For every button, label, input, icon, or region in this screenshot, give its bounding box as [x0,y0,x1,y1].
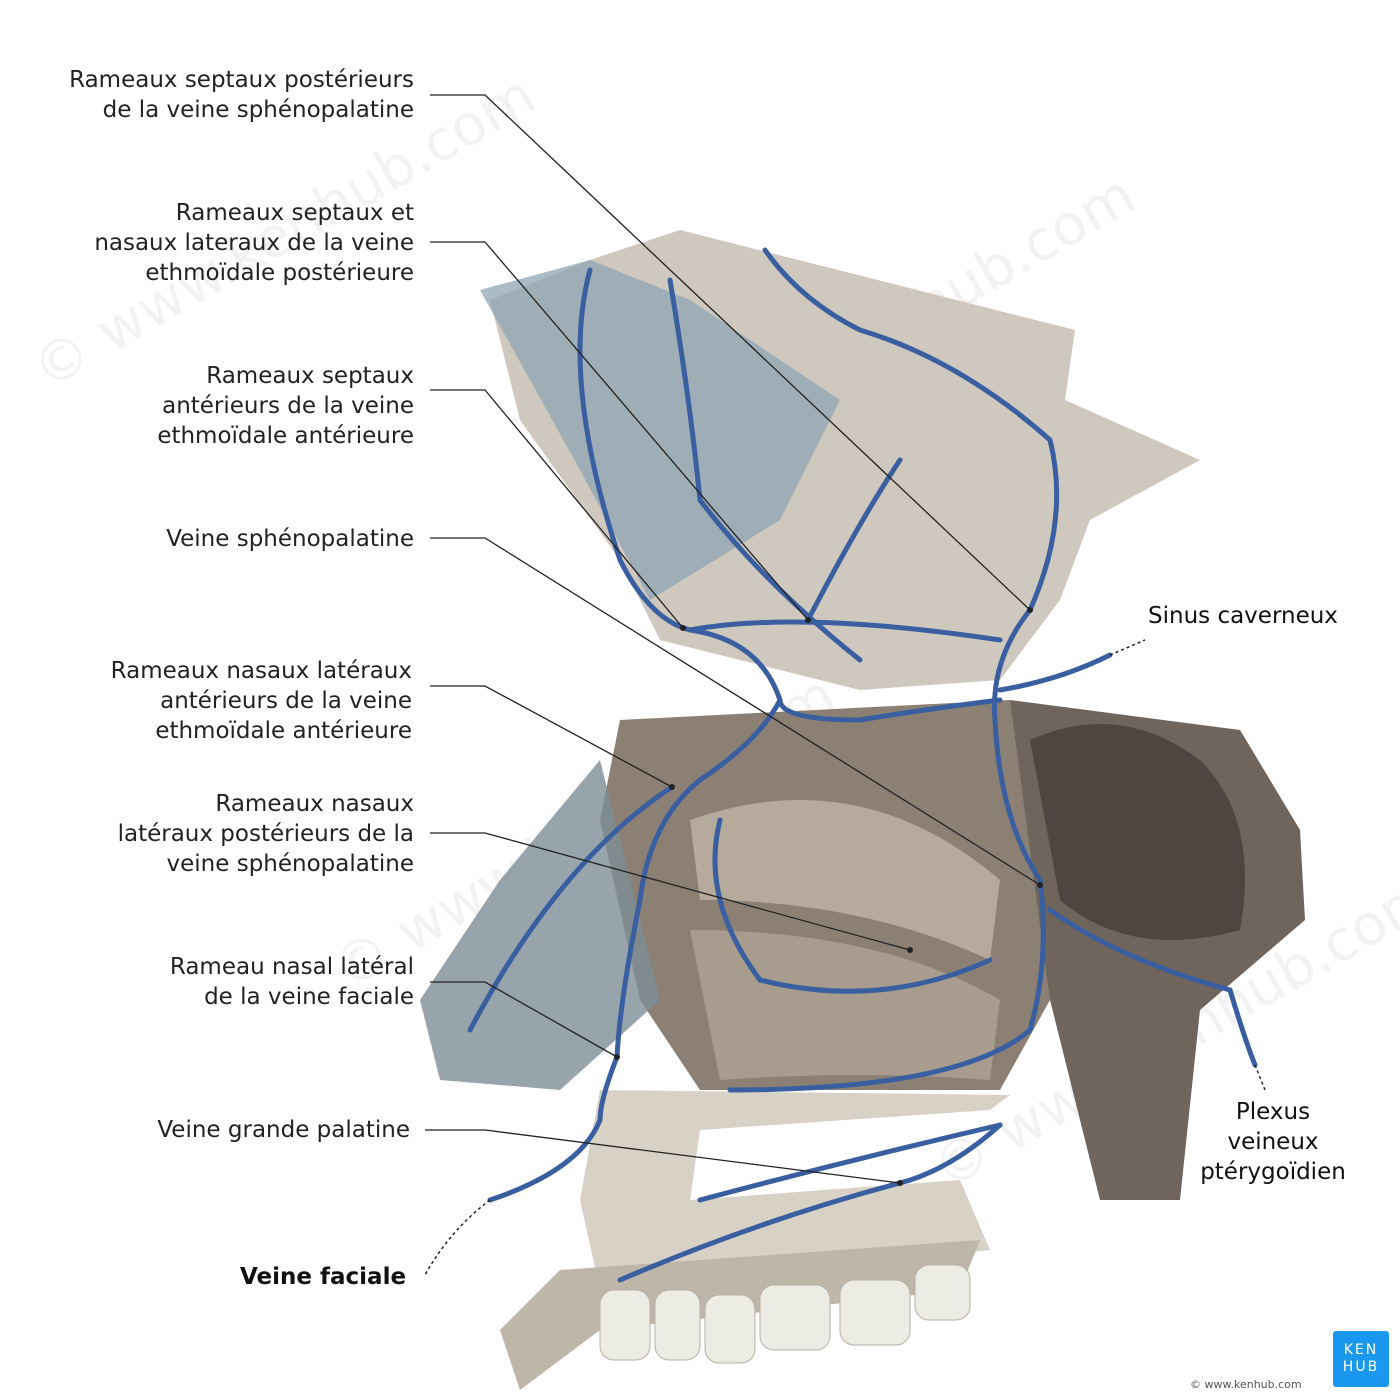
label-posterior-septal-sphenopalatine: Rameaux septaux postérieurs de la veine … [69,67,414,123]
label-sphenopalatine-vein: Veine sphénopalatine [166,526,414,552]
label-posterior-lateral-nasal: Rameaux nasaux latéraux postérieurs de l… [117,791,414,877]
middle-concha [690,800,1000,960]
label-pterygoid-plexus: Plexus veineux ptérygoïdien [1200,1099,1346,1185]
label-greater-palatine: Veine grande palatine [157,1117,410,1143]
label-cavernous-sinus: Sinus caverneux [1148,603,1338,629]
teeth [599,1264,971,1364]
palate [580,1090,1010,1290]
label-facial-vein: Veine faciale [240,1264,407,1290]
label-anterior-lateral-nasal: Rameaux nasaux latéraux antérieurs de la… [110,658,412,744]
leader-lines [425,94,1041,1184]
label-facial-lateral-nasal: Rameau nasal latéral de la veine faciale [169,954,414,1010]
copyright: © www.kenhub.com [1190,1378,1302,1391]
label-posterior-ethmoidal-branches: Rameaux septaux et nasaux lateraux de la… [94,200,414,286]
inferior-concha [690,930,1000,1080]
label-anterior-septal-ethmoidal: Rameaux septaux antérieurs de la veine e… [157,363,414,449]
